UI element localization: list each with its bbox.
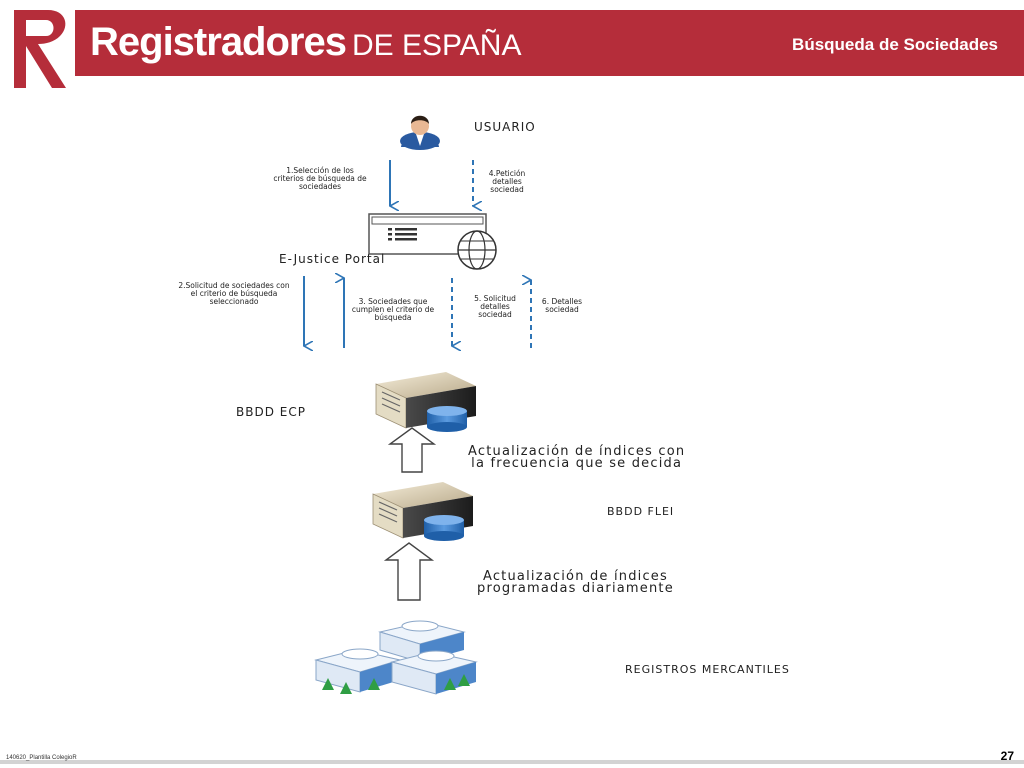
header-bar — [75, 10, 1024, 76]
node-ecp: BBDD ECP — [236, 405, 306, 419]
flow-label-1: 1.Selección de los criterios de búsqueda… — [273, 166, 367, 191]
registros-buildings-icon — [314, 620, 478, 695]
update-flei-line-2: programadas diariamente — [477, 581, 674, 596]
footer-template-name: 140620_Plantilla ColegioR — [6, 755, 77, 761]
node-flei: BBDD FLEI — [607, 505, 675, 518]
flow-label-6: 6. Detalles sociedad — [541, 297, 583, 314]
node-usuario: USUARIO — [474, 120, 536, 134]
node-portal: E-Justice Portal — [279, 252, 386, 266]
flow-label-3: 3. Sociedades que cumplen el criterio de… — [351, 297, 435, 322]
update-flei-label: Actualización de índices programadas dia… — [477, 569, 674, 596]
ecp-server-icon — [375, 372, 476, 432]
portal-icon — [368, 213, 497, 270]
node-registros: REGISTROS MERCANTILES — [625, 663, 790, 676]
page-title: Búsqueda de Sociedades — [792, 35, 998, 54]
update-ecp-label: Actualización de índices con la frecuenc… — [468, 444, 686, 471]
update-flei-line-1: Actualización de índices — [482, 569, 668, 584]
update-ecp-line-1: Actualización de índices con — [468, 444, 686, 459]
registradores-logo-icon — [14, 10, 66, 88]
flei-server-icon — [372, 482, 473, 541]
footer-divider — [0, 760, 1024, 764]
flow-label-5: 5. Solicitud detalles sociedad — [474, 294, 516, 319]
flow-label-4: 4.Petición detalles sociedad — [488, 169, 526, 194]
flow-label-2: 2.Solicitud de sociedades con el criteri… — [178, 281, 290, 306]
arrow-update-flei — [383, 542, 435, 601]
page-number: 27 — [1000, 749, 1014, 763]
brand-sub: DE ESPAÑA — [351, 29, 522, 62]
brand-main: Registradores — [90, 20, 347, 64]
user-icon — [400, 115, 440, 150]
arrow-update-ecp — [387, 427, 437, 473]
update-ecp-line-2: la frecuencia que se decida — [471, 456, 683, 471]
